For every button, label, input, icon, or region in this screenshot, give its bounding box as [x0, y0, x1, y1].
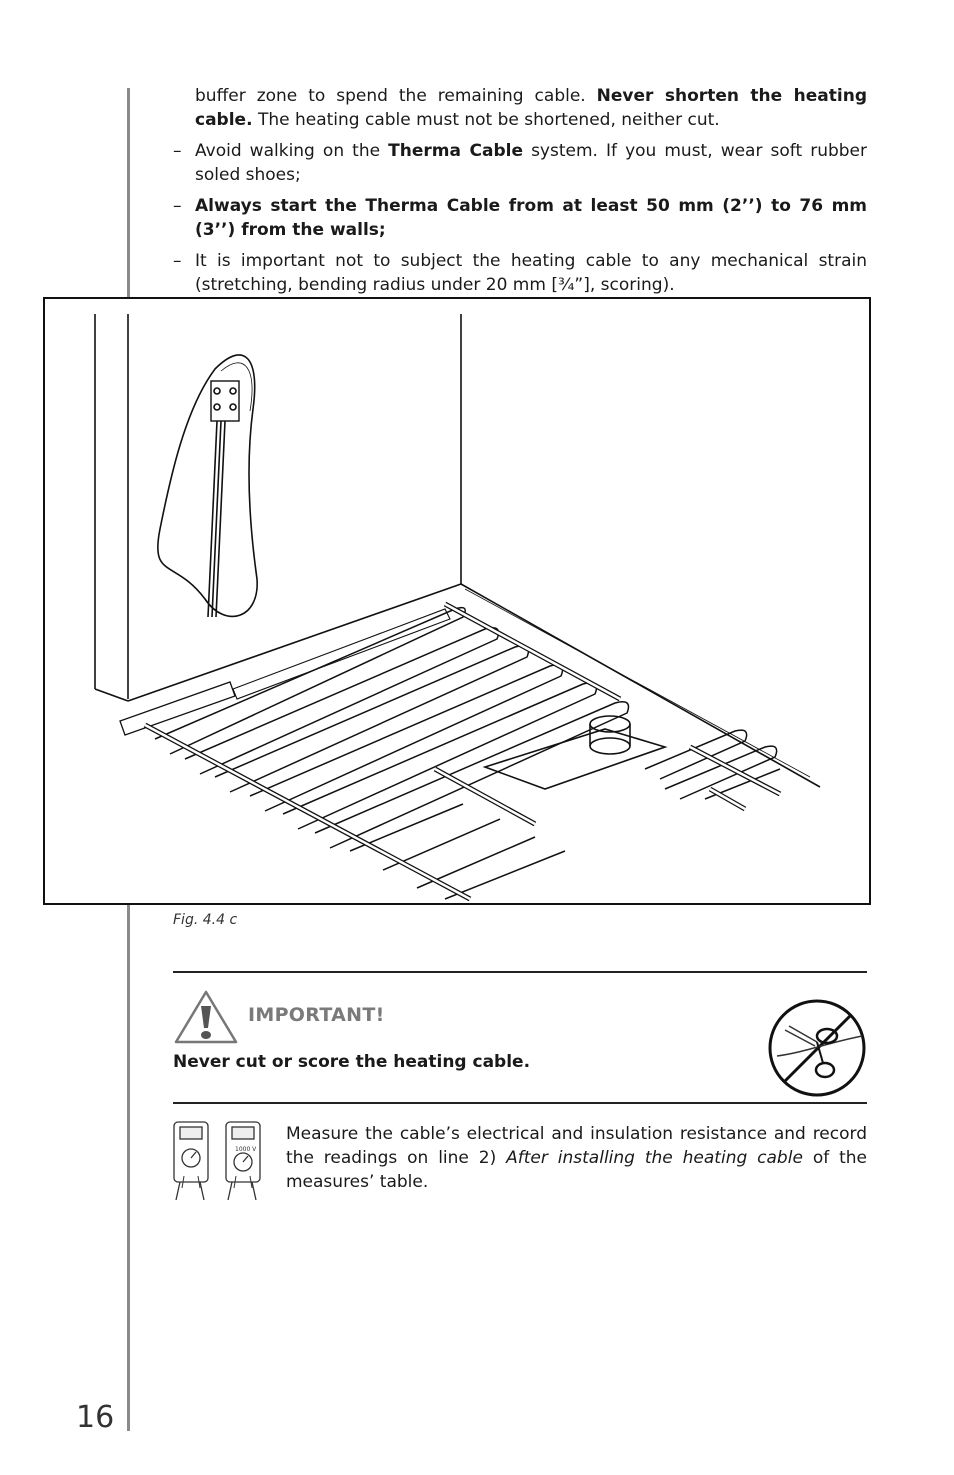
bullet-walking: – Avoid walking on the Therma Cable syst… — [173, 139, 867, 187]
divider — [173, 1102, 867, 1104]
bullet-bold: Therma Cable — [388, 141, 523, 161]
bullet-dash: – — [173, 251, 182, 271]
megohmmeter-icon: 1000 V — [225, 1121, 261, 1201]
instructions-text: buffer zone to spend the remaining cable… — [173, 84, 867, 304]
bullet-text: from at least 50 mm (2’’) to 76 mm (3’’)… — [195, 196, 868, 240]
floor-installation-illustration — [94, 314, 821, 902]
bullet-text: system. If you must, wear soft rubber so… — [195, 141, 868, 185]
divider — [173, 971, 867, 973]
multimeter-icon — [173, 1121, 209, 1201]
measure-text-2: of the measures’ table. — [286, 1148, 867, 1192]
measurement-instruments: 1000 V — [173, 1121, 261, 1201]
page-number: 16 — [76, 1400, 115, 1435]
figure-caption: Fig. 4.4 c — [173, 912, 238, 928]
important-title: IMPORTANT! — [248, 1004, 385, 1026]
bullet-text: Avoid walking on the — [195, 141, 381, 161]
bullet-bold: Therma Cable — [365, 196, 501, 216]
spacer-strips — [143, 601, 782, 902]
intro-paragraph: buffer zone to spend the remaining cable… — [173, 84, 867, 132]
meter-voltage-label: 1000 V — [235, 1146, 257, 1153]
warning-icon — [174, 990, 238, 1044]
no-cutting-icon — [768, 999, 866, 1097]
bullet-dash: – — [173, 196, 182, 216]
bullet-mechanical-strain: – It is important not to subject the hea… — [173, 249, 867, 297]
bullet-text: It is important not to subject the heati… — [195, 251, 867, 295]
measure-italic: After installing the heating cable — [506, 1148, 803, 1168]
measure-text-1: Measure the cable’s electrical and insul… — [286, 1124, 867, 1168]
intro-bold: Never shorten the heating cable. — [195, 86, 867, 130]
measurement-instruction: Measure the cable’s electrical and insul… — [286, 1122, 867, 1194]
intro-text-2: The heating cable must not be shortened,… — [257, 110, 720, 130]
bullet-start-distance: – Always start the Therma Cable from at … — [173, 194, 867, 242]
figure-heating-cable-installation — [43, 297, 871, 905]
intro-text-1: buffer zone to spend the remaining cable… — [195, 86, 586, 106]
bullet-text: Always start the — [195, 196, 357, 216]
important-text: Never cut or score the heating cable. — [173, 1052, 531, 1072]
bullet-dash: – — [173, 141, 182, 161]
cable-runs — [154, 606, 781, 900]
